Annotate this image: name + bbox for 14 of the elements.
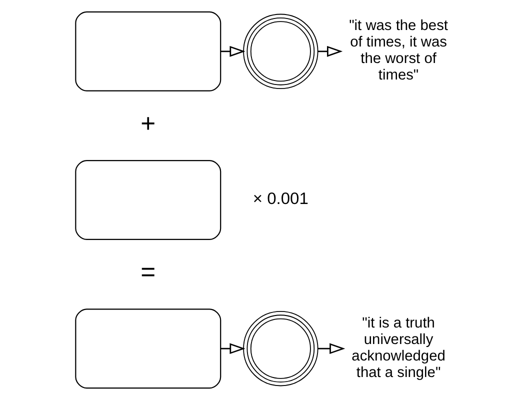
node-network <box>242 310 318 386</box>
node-box <box>74 308 221 389</box>
arrow <box>220 343 245 354</box>
arrow <box>318 343 345 354</box>
arrow <box>220 46 245 57</box>
node-text: "it was the best of times, it was the worst of times" <box>348 18 448 84</box>
label: × 0.001 <box>252 190 308 208</box>
label: + <box>140 110 156 138</box>
node-box <box>74 11 221 92</box>
arrow <box>318 46 342 57</box>
label: = <box>140 258 156 287</box>
node-network <box>242 14 318 90</box>
node-box <box>74 160 221 240</box>
node-text: "it is a truth universally acknowledged that a single" <box>351 315 445 381</box>
